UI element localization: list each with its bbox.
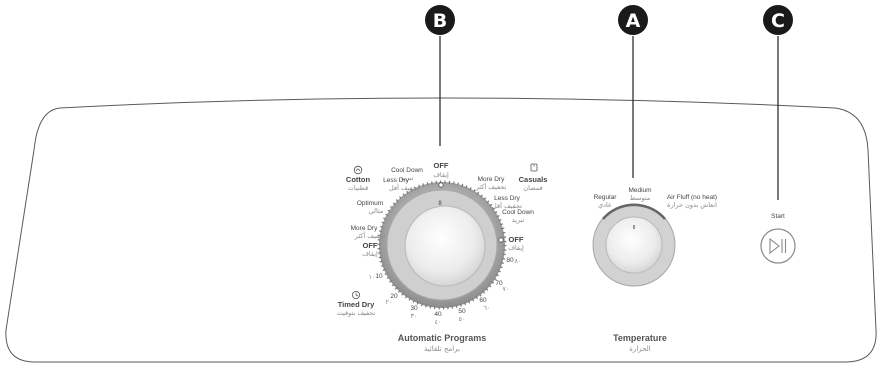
svg-text:A: A: [626, 10, 641, 32]
time-80: 80: [506, 257, 514, 264]
start-button[interactable]: [760, 228, 796, 264]
svg-text:انعاش بدون حرارة: انعاش بدون حرارة: [667, 201, 717, 209]
marker-off-top: [438, 182, 444, 188]
svg-text:تجفيف أكثر: تجفيف أكثر: [354, 231, 386, 240]
svg-text:عادي: عادي: [598, 201, 612, 209]
label-cotton: Cotton: [346, 175, 371, 184]
label-timed-dry: Timed Dry: [338, 300, 375, 309]
svg-text:٤٠: ٤٠: [435, 318, 442, 326]
timed-dry-scale: 10 ١٠ 20 ٢٠ 30 ٣٠ 40 ٤٠ 50 ٥٠ 60 ٦٠ 70 ٧…: [369, 257, 522, 326]
temperature-dial[interactable]: 8: [592, 203, 676, 287]
label-off-top: OFF: [434, 161, 449, 170]
svg-text:٢٠: ٢٠: [386, 298, 393, 306]
label-cool-down-left: Cool Down: [391, 167, 423, 174]
time-30: 30: [410, 305, 418, 312]
callout-a: A: [618, 5, 648, 35]
label-casuals: Casuals: [519, 175, 548, 184]
svg-text:قطنيات: قطنيات: [348, 184, 368, 192]
cotton-icon: [353, 165, 363, 175]
svg-text:إيقاف: إيقاف: [508, 244, 524, 252]
svg-text:٦٠: ٦٠: [484, 304, 491, 312]
label-air-fluff: Air Fluff (no heat): [667, 194, 717, 201]
svg-text:تجفيف بتوقيت: تجفيف بتوقيت: [337, 309, 376, 317]
svg-text:إيقاف: إيقاف: [433, 171, 449, 179]
label-off-right: OFF: [509, 235, 524, 244]
temperature-labels: Medium متوسط Regular عادي Air Fluff (no …: [594, 187, 718, 209]
time-60: 60: [479, 297, 487, 304]
svg-text:١٠: ١٠: [369, 273, 376, 281]
svg-text:تبريد: تبريد: [401, 174, 414, 182]
temperature-dial-title: Temperature: [613, 333, 667, 343]
label-less-dry-right: Less Dry: [494, 195, 520, 202]
callout-c: C: [763, 5, 793, 35]
program-dial[interactable]: 8: [377, 180, 507, 310]
time-50: 50: [458, 308, 466, 315]
label-regular: Regular: [594, 194, 618, 201]
label-medium: Medium: [628, 187, 651, 194]
svg-text:برامج تلقائية: برامج تلقائية: [424, 345, 460, 353]
label-more-dry-right: More Dry: [478, 176, 505, 183]
time-20: 20: [390, 293, 398, 300]
callout-b: B: [425, 5, 455, 35]
svg-text:إيقاف: إيقاف: [362, 250, 378, 258]
play-pause-icon: [769, 237, 787, 255]
start-label: Start: [771, 213, 785, 220]
svg-text:٨٠: ٨٠: [515, 257, 522, 265]
program-labels: OFF إيقاف Cool Down تبريد Less Dry تجفيف…: [337, 161, 548, 317]
program-dial-title: Automatic Programs: [398, 333, 487, 343]
svg-text:الحرارة: الحرارة: [629, 345, 651, 353]
svg-text:مثالي: مثالي: [369, 207, 384, 215]
svg-text:B: B: [433, 10, 447, 32]
timer-icon: [351, 290, 360, 299]
label-cool-down-right: Cool Down: [502, 209, 534, 216]
label-optimum: Optimum: [357, 200, 383, 207]
svg-text:تبريد: تبريد: [512, 216, 525, 224]
svg-text:تجفيف أكثر: تجفيف أكثر: [475, 182, 507, 191]
label-off-left: OFF: [363, 241, 378, 250]
svg-text:متوسط: متوسط: [630, 194, 650, 202]
marker-off-right: [498, 237, 504, 243]
panel-outline: [5, 97, 877, 363]
svg-text:8: 8: [438, 201, 442, 207]
shirt-icon: [530, 163, 538, 172]
svg-text:٥٠: ٥٠: [459, 315, 466, 323]
svg-text:8: 8: [633, 225, 636, 231]
svg-text:تجفيف أقل: تجفيف أقل: [389, 183, 419, 192]
svg-text:قمصان: قمصان: [523, 184, 542, 192]
svg-text:تجفيف أقل: تجفيف أقل: [492, 201, 522, 210]
label-more-dry-left: More Dry: [351, 225, 378, 232]
label-less-dry-left: Less Dry: [383, 177, 409, 184]
svg-text:٣٠: ٣٠: [411, 312, 418, 320]
svg-text:٧٠: ٧٠: [503, 285, 510, 293]
time-10: 10: [375, 273, 383, 280]
time-70: 70: [495, 280, 503, 287]
svg-text:C: C: [771, 10, 785, 32]
time-40: 40: [434, 311, 442, 318]
